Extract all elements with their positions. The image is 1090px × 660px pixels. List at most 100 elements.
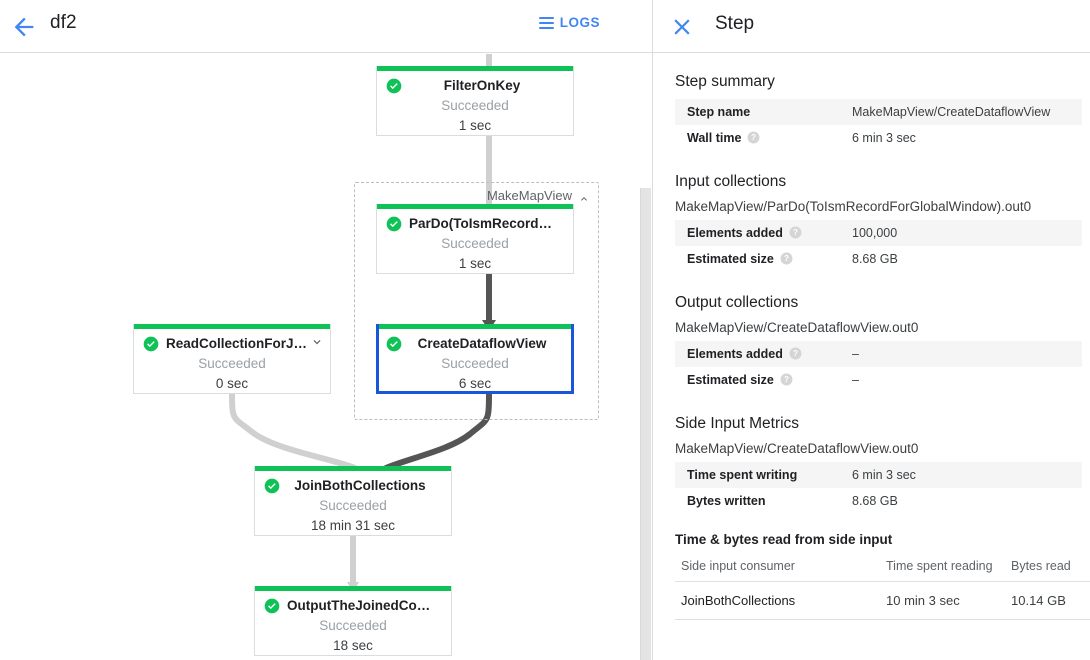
table-row: Time spent writing 6 min 3 sec bbox=[675, 462, 1082, 488]
node-status-bar bbox=[377, 204, 573, 209]
node-title: JoinBothCollections bbox=[294, 478, 426, 493]
row-key: Estimated size? bbox=[675, 246, 840, 272]
node-status: Succeeded bbox=[441, 356, 509, 371]
sub-section-heading: Time & bytes read from side input bbox=[675, 532, 893, 547]
table-row: Wall time? 6 min 3 sec bbox=[675, 125, 1082, 151]
help-icon[interactable]: ? bbox=[747, 131, 760, 144]
table-row: Step name MakeMapView/CreateDataflowView bbox=[675, 99, 1082, 125]
graph-node-create-dataflow-view[interactable]: CreateDataflowView Succeeded 6 sec bbox=[376, 324, 574, 394]
step-details-panel: Step Step summary Step name MakeMapView/… bbox=[653, 0, 1090, 660]
row-value: 6 min 3 sec bbox=[852, 468, 916, 482]
node-status-bar bbox=[134, 324, 330, 329]
close-icon[interactable] bbox=[669, 14, 695, 40]
svg-text:?: ? bbox=[793, 228, 798, 237]
graph-node-filter-on-key[interactable]: FilterOnKey Succeeded 1 sec bbox=[376, 66, 574, 136]
section-heading: Step summary bbox=[675, 73, 775, 90]
side-input-read-table: Side input consumer Time spent reading B… bbox=[675, 555, 1090, 620]
node-title: ParDo(ToIsmRecordFor… bbox=[409, 216, 555, 231]
node-status: Succeeded bbox=[441, 236, 509, 251]
collection-name: MakeMapView/CreateDataflowView.out0 bbox=[675, 441, 919, 456]
table-header-row: Side input consumer Time spent reading B… bbox=[675, 555, 1090, 582]
svg-text:?: ? bbox=[793, 349, 798, 358]
node-time: 1 sec bbox=[458, 256, 492, 271]
table-row: Elements added? 100,000 bbox=[675, 220, 1082, 246]
section-side-input-metrics: Side Input Metrics MakeMapView/CreateDat… bbox=[653, 415, 1090, 620]
collection-name: MakeMapView/CreateDataflowView.out0 bbox=[675, 320, 919, 335]
chevron-up-icon[interactable] bbox=[578, 192, 590, 204]
table-row: Estimated size? 8.68 GB bbox=[675, 246, 1082, 272]
row-value: 8.68 GB bbox=[852, 252, 898, 266]
column-header: Side input consumer bbox=[675, 555, 880, 582]
collection-name: MakeMapView/ParDo(ToIsmRecordForGlobalWi… bbox=[675, 199, 1032, 214]
row-key: Elements added? bbox=[675, 341, 840, 367]
table-row: Bytes written 8.68 GB bbox=[675, 488, 1082, 514]
row-value: – bbox=[852, 373, 859, 387]
row-key: Wall time? bbox=[675, 125, 840, 151]
svg-text:?: ? bbox=[784, 254, 789, 263]
node-status: Succeeded bbox=[198, 356, 266, 371]
node-time: 6 sec bbox=[458, 376, 492, 391]
section-heading: Side Input Metrics bbox=[675, 415, 800, 432]
row-key: Elements added? bbox=[675, 220, 840, 246]
job-graph-pane: df2 LOGS bbox=[0, 0, 652, 660]
chevron-down-icon[interactable] bbox=[310, 335, 324, 349]
node-title: FilterOnKey bbox=[443, 78, 521, 93]
node-status: Succeeded bbox=[319, 618, 387, 633]
back-arrow-icon[interactable] bbox=[10, 13, 38, 41]
cell-bytes-read: 10.14 GB bbox=[1005, 581, 1090, 620]
node-time: 1 sec bbox=[458, 118, 492, 133]
column-header: Bytes read bbox=[1005, 555, 1090, 582]
graph-node-pardo-to-ism-record[interactable]: ParDo(ToIsmRecordFor… Succeeded 1 sec bbox=[376, 204, 574, 274]
row-key: Bytes written bbox=[687, 494, 766, 508]
node-title: OutputTheJoinedCollec… bbox=[287, 598, 433, 613]
group-box-makemapview[interactable]: MakeMapView bbox=[354, 182, 599, 420]
success-check-icon bbox=[264, 598, 280, 614]
graph-scrollbar-thumb[interactable] bbox=[640, 188, 651, 660]
svg-text:?: ? bbox=[751, 133, 756, 142]
success-check-icon bbox=[386, 336, 402, 352]
panel-title: Step bbox=[715, 13, 755, 34]
side-input-metrics-table: Time spent writing 6 min 3 sec Bytes wri… bbox=[675, 462, 1082, 514]
success-check-icon bbox=[386, 78, 402, 94]
column-header: Time spent reading bbox=[880, 555, 1005, 582]
logs-button[interactable]: LOGS bbox=[538, 15, 600, 30]
cell-time-spent-reading: 10 min 3 sec bbox=[880, 581, 1005, 620]
section-heading: Output collections bbox=[675, 294, 799, 311]
panel-body: Step summary Step name MakeMapView/Creat… bbox=[653, 53, 1090, 660]
node-status-bar bbox=[255, 586, 451, 591]
list-icon bbox=[538, 16, 554, 29]
job-graph-canvas[interactable]: MakeMapView FilterOnKey Succeeded bbox=[0, 54, 652, 660]
help-icon[interactable]: ? bbox=[789, 347, 802, 360]
row-value: – bbox=[852, 347, 859, 361]
success-check-icon bbox=[386, 216, 402, 232]
row-value: 6 min 3 sec bbox=[852, 131, 916, 145]
graph-node-output-the-joined-collection[interactable]: OutputTheJoinedCollec… Succeeded 18 sec bbox=[254, 586, 452, 656]
node-title: ReadCollectionForJoin bbox=[166, 336, 312, 351]
section-heading: Input collections bbox=[675, 173, 787, 190]
table-row[interactable]: JoinBothCollections 10 min 3 sec 10.14 G… bbox=[675, 581, 1090, 620]
graph-node-join-both-collections[interactable]: JoinBothCollections Succeeded 18 min 31 … bbox=[254, 466, 452, 536]
section-step-summary: Step summary Step name MakeMapView/Creat… bbox=[653, 73, 1090, 151]
row-key: Step name bbox=[687, 105, 751, 119]
graph-node-read-collection-for-join[interactable]: ReadCollectionForJoin Succeeded 0 sec bbox=[133, 324, 331, 394]
pane-divider bbox=[652, 0, 653, 660]
svg-text:?: ? bbox=[784, 375, 789, 384]
node-time: 18 sec bbox=[333, 638, 373, 653]
section-input-collections: Input collections MakeMapView/ParDo(ToIs… bbox=[653, 173, 1090, 272]
table-row: Estimated size? – bbox=[675, 367, 1082, 393]
panel-header: Step bbox=[653, 0, 1090, 53]
section-output-collections: Output collections MakeMapView/CreateDat… bbox=[653, 294, 1090, 393]
node-time: 18 min 31 sec bbox=[310, 518, 396, 533]
node-status-bar bbox=[255, 466, 451, 471]
row-value: MakeMapView/CreateDataflowView bbox=[852, 105, 1051, 119]
row-key: Time spent writing bbox=[687, 468, 798, 482]
help-icon[interactable]: ? bbox=[780, 373, 793, 386]
logs-button-label: LOGS bbox=[559, 15, 600, 30]
output-collections-table: Elements added? – Estimated size? – bbox=[675, 341, 1082, 393]
help-icon[interactable]: ? bbox=[780, 252, 793, 265]
app-header: df2 LOGS bbox=[0, 0, 652, 53]
cell-side-input-consumer: JoinBothCollections bbox=[675, 581, 880, 620]
table-row: Elements added? – bbox=[675, 341, 1082, 367]
help-icon[interactable]: ? bbox=[789, 226, 802, 239]
row-value: 8.68 GB bbox=[852, 494, 898, 508]
